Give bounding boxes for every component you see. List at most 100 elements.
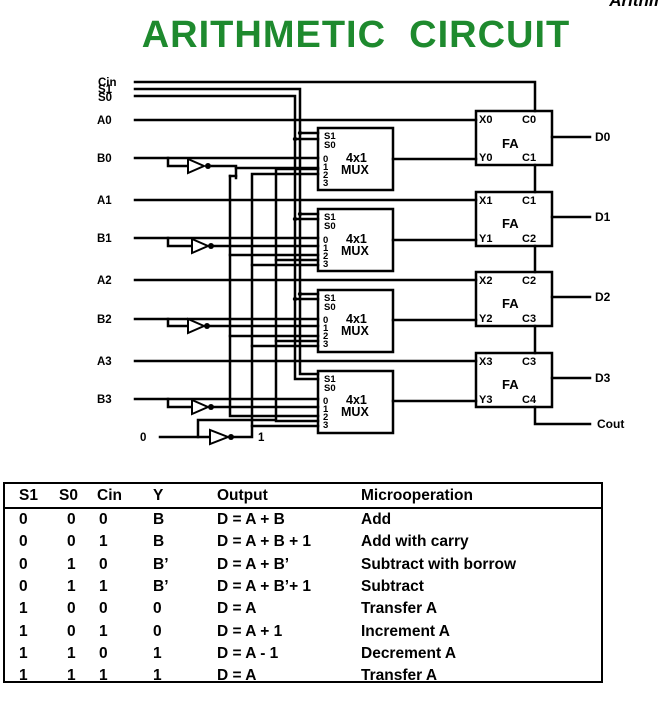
mux2-sel0-label: S0 <box>324 302 336 313</box>
header-y: Y <box>153 484 217 509</box>
cell-s1: 0 <box>19 511 28 529</box>
cell-s0: 1 <box>67 555 76 573</box>
cell-s0: 1 <box>67 644 76 662</box>
fa0-cout-label: C1 <box>522 152 536 164</box>
header-cin: Cin <box>97 484 153 509</box>
table-row: 1 0 0 0 D = A Transfer A <box>5 598 601 620</box>
mux3-in0-label: 0 <box>323 396 328 407</box>
mux3-sel0-label: S0 <box>324 383 336 394</box>
cell-y: 0 <box>153 600 162 618</box>
cell-output: D = A + B’ <box>217 555 290 573</box>
mux3-in2-label: 2 <box>323 412 328 423</box>
cell-s1: 0 <box>19 555 28 573</box>
a2-label: A2 <box>97 275 112 287</box>
constant-one-label: 1 <box>258 432 265 444</box>
cell-s0: 0 <box>67 511 76 529</box>
page-title: ARITHMETIC CIRCUIT <box>141 14 571 56</box>
a1-label: A1 <box>97 195 112 207</box>
table-row: 0 1 1 B’ D = A + B’+ 1 Subtract <box>5 576 601 598</box>
cell-y: 1 <box>153 644 162 662</box>
a3-label: A3 <box>97 356 112 368</box>
cell-cin: 0 <box>99 511 108 529</box>
mux0-sel0-label: S0 <box>324 140 336 151</box>
s0-label: S0 <box>98 92 112 104</box>
cell-cin: 0 <box>99 600 108 618</box>
cell-output: D = A + B <box>217 511 285 529</box>
mux0-sel1-label: S1 <box>324 131 336 142</box>
mux1-in3-label: 3 <box>323 259 328 270</box>
cell-microoperation: Increment A <box>361 622 451 640</box>
mux3-in1-label: 1 <box>323 404 329 415</box>
fa2-cin-label: C2 <box>522 275 536 287</box>
cell-microoperation: Decrement A <box>361 644 457 662</box>
fa1-y-label: Y1 <box>479 233 492 245</box>
table-row: 0 0 0 B D = A + B Add <box>5 508 601 531</box>
s1-label: S1 <box>98 84 113 96</box>
b0-label: B0 <box>97 153 112 165</box>
table-header-row: S1 S0 Cin Y Output Microoperation <box>5 484 601 509</box>
cell-y: B’ <box>153 578 169 596</box>
cell-microoperation: Transfer A <box>361 667 438 685</box>
cell-y: B’ <box>153 555 169 573</box>
cell-s0: 1 <box>67 578 76 596</box>
b2-label: B2 <box>97 314 112 326</box>
mux0-name-line1: 4x1 <box>346 151 367 165</box>
b3-label: B3 <box>97 394 112 406</box>
mux2-in1-label: 1 <box>323 323 329 334</box>
fa2-x-label: X2 <box>479 275 492 287</box>
cell-cin: 0 <box>99 644 108 662</box>
fa0-name: FA <box>502 136 519 151</box>
mux2-in2-label: 2 <box>323 331 328 342</box>
cell-microoperation: Transfer A <box>361 600 438 618</box>
header-s1: S1 <box>5 484 59 509</box>
mux1-sel0-label: S0 <box>324 221 336 232</box>
mux1-in2-label: 2 <box>323 251 328 262</box>
cell-microoperation: Add <box>361 511 392 529</box>
cell-cin: 1 <box>99 667 108 685</box>
mux3-sel1-label: S1 <box>324 374 336 385</box>
arithmetic-circuit-diagram: Cin S1 S0 A0 B0 A1 B1 A2 B2 A3 B3 0 1 S1… <box>97 77 624 446</box>
mux2-in3-label: 3 <box>323 339 328 350</box>
a0-label: A0 <box>97 115 112 127</box>
mux1-name-line2: MUX <box>341 244 369 258</box>
cell-s1: 1 <box>19 600 28 618</box>
d0-output-label: D0 <box>595 130 611 144</box>
cell-s0: 0 <box>67 600 76 618</box>
cout-output-label: Cout <box>597 417 624 431</box>
cell-s0: 1 <box>67 667 76 685</box>
cell-output: D = A <box>217 667 257 685</box>
cell-y: B <box>153 511 165 529</box>
mux0-in2-label: 2 <box>323 170 328 181</box>
fa3-cin-label: C3 <box>522 356 536 368</box>
cell-y: 1 <box>153 667 162 685</box>
cell-microoperation: Add with carry <box>361 533 469 551</box>
table-row: 1 0 1 0 D = A + 1 Increment A <box>5 620 601 642</box>
cell-output: D = A + B + 1 <box>217 533 312 551</box>
mux1-sel1-label: S1 <box>324 212 336 223</box>
fa0-x-label: X0 <box>479 114 492 126</box>
mux1-name-line1: 4x1 <box>346 232 367 246</box>
fa3-x-label: X3 <box>479 356 492 368</box>
cell-output: D = A - 1 <box>217 644 279 662</box>
mux3-name-line1: 4x1 <box>346 393 367 407</box>
cell-s0: 0 <box>67 533 76 551</box>
cell-y: B <box>153 533 165 551</box>
cell-microoperation: Subtract <box>361 578 424 596</box>
cell-microoperation: Subtract with borrow <box>361 555 516 573</box>
header-output: Output <box>217 484 361 509</box>
table-row: 0 1 0 B’ D = A + B’ Subtract with borrow <box>5 554 601 576</box>
cell-cin: 1 <box>99 578 108 596</box>
cell-cin: 0 <box>99 555 108 573</box>
cell-output: D = A + 1 <box>217 622 283 640</box>
b1-label: B1 <box>97 233 112 245</box>
header-microoperation: Microoperation <box>361 484 601 509</box>
d1-output-label: D1 <box>595 210 611 224</box>
mux0-in3-label: 3 <box>323 178 328 189</box>
mux3-name-line2: MUX <box>341 405 369 419</box>
cell-s1: 0 <box>19 578 28 596</box>
table-row: 1 1 1 1 D = A Transfer A <box>5 665 601 687</box>
cell-s1: 1 <box>19 622 28 640</box>
corner-heading-fragment: Arithm <box>609 0 658 10</box>
fa1-x-label: X1 <box>479 195 492 207</box>
function-table: S1 S0 Cin Y Output Microoperation 0 0 0 … <box>3 482 603 684</box>
